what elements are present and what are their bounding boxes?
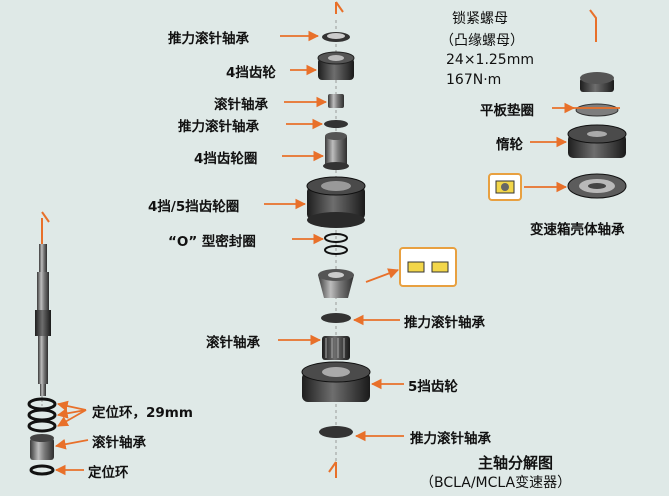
collar-part — [318, 269, 354, 298]
thrust-bearing-top-part — [322, 32, 350, 42]
right-axis-arrow — [589, 9, 597, 42]
stack-top-arrow — [335, 1, 344, 14]
label-lock-nut-3: 24×1.25mm — [446, 52, 534, 68]
label-gear-4th: 4挡齿轮 — [226, 65, 276, 81]
flat-washer-part — [575, 103, 619, 117]
label-thrust-bearing-bottom: 推力滚针轴承 — [410, 431, 491, 447]
gear-4th-ring-part — [323, 132, 349, 170]
gear-45-ring-part — [306, 176, 366, 228]
thrust-bearing-2-part — [324, 120, 348, 128]
case-bearing-part — [567, 173, 627, 199]
label-flat-washer: 平板垫圈 — [480, 103, 534, 119]
diagram-title: 主轴分解图 — [478, 454, 554, 472]
thrust-bearing-mid-part — [321, 313, 351, 323]
locating-rings-29mm — [27, 397, 57, 433]
shaft-axis-arrow-tip — [41, 211, 50, 223]
needle-bearing-mid-part — [322, 336, 350, 360]
leader-arrows — [54, 30, 620, 476]
label-locating-ring: 定位环 — [88, 465, 129, 481]
label-case-bearing: 变速箱壳体轴承 — [530, 222, 625, 238]
label-needle-bearing-mid: 滚针轴承 — [206, 335, 260, 351]
label-gear-45-ring: 4挡/5挡齿轮圈 — [148, 199, 240, 215]
label-gear-5th: 5挡齿轮 — [408, 379, 458, 395]
stack-bottom-arrow — [328, 461, 337, 478]
label-lock-nut-4: 167N·m — [446, 72, 502, 88]
main-shaft — [35, 211, 51, 412]
label-thrust-bearing-top: 推力滚针轴承 — [168, 31, 249, 47]
case-bearing-inset — [488, 173, 522, 201]
o-rings-part — [324, 233, 348, 255]
label-gear-4th-ring: 4挡齿轮圈 — [194, 151, 258, 167]
idler-gear-part — [567, 124, 627, 158]
gear-5th-part — [301, 361, 371, 402]
label-needle-bearing-left: 滚针轴承 — [92, 435, 146, 451]
lock-nut-part — [580, 72, 614, 92]
gear-4th-part — [317, 51, 355, 80]
seal-detail-inset — [399, 247, 457, 287]
label-locating-ring-29: 定位环，29mm — [92, 405, 193, 421]
label-o-ring: “O” 型密封圈 — [168, 234, 256, 250]
thrust-bearing-bottom-part — [319, 426, 353, 438]
label-idler-gear: 惰轮 — [496, 137, 523, 153]
label-lock-nut-1: 锁紧螺母 — [452, 11, 508, 27]
label-thrust-bearing-2: 推力滚针轴承 — [178, 119, 259, 135]
label-lock-nut-2: （凸缘螺母） — [440, 33, 524, 49]
label-thrust-bearing-mid: 推力滚针轴承 — [404, 315, 485, 331]
diagram-subtitle: （BCLA/MCLA变速器） — [420, 475, 572, 491]
needle-bearing-left-part — [30, 434, 54, 460]
needle-bearing-top-part — [328, 94, 344, 108]
label-needle-bearing-top: 滚针轴承 — [214, 97, 268, 113]
locating-ring-part — [29, 464, 55, 476]
